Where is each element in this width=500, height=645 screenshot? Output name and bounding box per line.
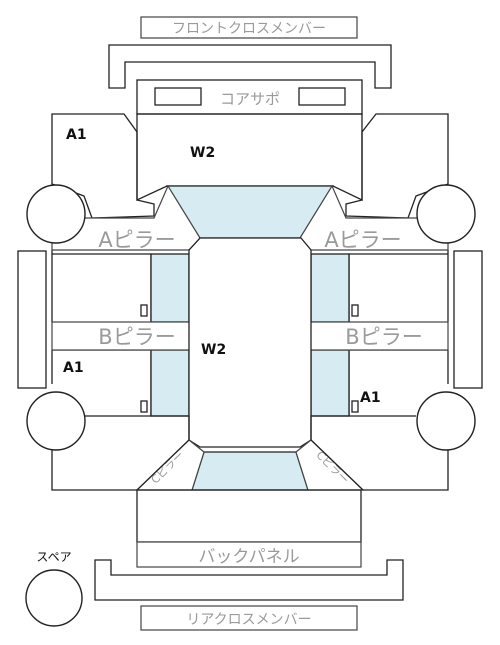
rear-right-wheel (416, 391, 476, 451)
grade-hood: W2 (190, 145, 215, 161)
front-cross-member-label: フロントクロスメンバー (172, 21, 326, 37)
left-side-bar (17, 250, 47, 389)
front-left-window (150, 253, 190, 323)
front-right-door-handle (351, 304, 359, 317)
rear-right-door-handle (351, 400, 359, 413)
rear-left-wheel (26, 391, 86, 451)
front-left-door-handle (140, 304, 148, 317)
grade-roof: W2 (201, 342, 226, 358)
right-side-bar (453, 250, 483, 389)
spare-tire (25, 569, 83, 627)
rear-left-door-handle (140, 400, 148, 413)
back-panel-label: バックパネル (198, 547, 299, 567)
trunk-lid (136, 489, 362, 543)
front-cross-member-box (140, 16, 358, 39)
rear-bumper-bracket (94, 559, 404, 601)
b-pillar-right-label: Bピラー (345, 325, 422, 349)
front-left-wheel (26, 184, 86, 244)
front-bumper-bracket (108, 44, 392, 89)
b-pillar-left-label: Bピラー (98, 325, 175, 349)
rear-right-quarter (310, 415, 449, 491)
spare-label: スペア (36, 550, 71, 564)
grade-front-left: A1 (66, 127, 87, 143)
headlight-right (298, 87, 346, 106)
headlight-left (154, 87, 202, 106)
a-pillar-right-label: Aピラー (324, 228, 401, 252)
a-pillar-left-label: Aピラー (98, 228, 175, 252)
rear-cross-member-label: リアクロスメンバー (186, 612, 311, 628)
b-pillar-right (309, 321, 449, 351)
rear-window (191, 451, 309, 491)
front-right-window (310, 253, 350, 323)
rear-cross-member-box (140, 605, 358, 631)
rear-left-window (150, 349, 190, 417)
core-support-label: コアサポ (220, 90, 280, 108)
grade-rear-left: A1 (63, 360, 84, 376)
roof (188, 237, 312, 448)
front-right-wheel (416, 184, 476, 244)
rear-left-quarter (51, 415, 190, 491)
rear-right-window (310, 349, 350, 417)
grade-rear-right: A1 (360, 390, 381, 406)
back-panel-box (136, 541, 362, 568)
